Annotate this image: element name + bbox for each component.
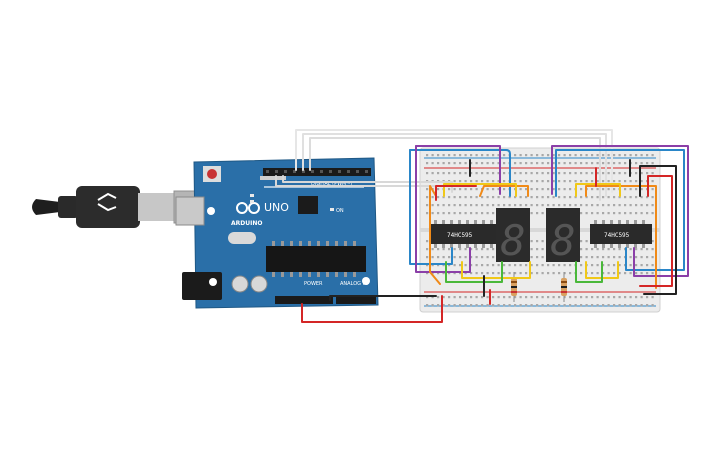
breadboard-holes[interactable] <box>426 154 654 307</box>
usb-cable[interactable] <box>32 186 197 228</box>
wire-yellow[interactable] <box>461 261 531 279</box>
wire-white[interactable] <box>302 133 607 197</box>
wire-yellow[interactable] <box>443 183 517 197</box>
wire-red[interactable] <box>301 295 443 323</box>
wire-yellow[interactable] <box>575 183 621 197</box>
seven-segment-left[interactable]: 8 <box>496 208 530 265</box>
power-jack <box>182 272 222 300</box>
shift-register-left[interactable]: 74HC595 <box>430 220 498 248</box>
power-label: POWER <box>304 281 323 287</box>
wire-blue[interactable] <box>409 149 511 197</box>
usb-port <box>175 196 205 226</box>
shift-register-right[interactable]: 74HC595 <box>590 220 652 248</box>
wire-purple[interactable] <box>415 145 471 273</box>
arduino-brand: ARDUINO <box>231 220 262 227</box>
wire-black[interactable] <box>329 295 437 301</box>
on-led-label: ON <box>336 208 344 214</box>
seven-segment-left-digit: 8 <box>500 216 525 265</box>
wire-green[interactable] <box>575 261 603 283</box>
resistor-left[interactable] <box>511 272 517 302</box>
chip-left-label: 74HC595 <box>447 232 473 239</box>
wire-green[interactable] <box>445 261 503 283</box>
capacitor <box>231 275 249 293</box>
seven-segment-right-digit: 8 <box>550 216 575 265</box>
wire-red[interactable] <box>435 185 477 201</box>
capacitor <box>250 275 268 293</box>
analog-label: ANALOG IN <box>340 281 368 287</box>
microcontroller-chip <box>266 246 366 272</box>
wire-blue[interactable] <box>555 149 685 271</box>
wire-orange[interactable] <box>479 185 529 197</box>
resistor-right[interactable] <box>561 272 567 302</box>
seven-segment-right[interactable]: 8 <box>546 208 580 265</box>
chip-right-label: 74HC595 <box>604 232 630 239</box>
arduino-board[interactable]: DIGITAL (PWM~) ARDUINO UNO ON POWER ANAL… <box>175 157 379 309</box>
arduino-model: UNO <box>264 201 289 214</box>
wire-purple[interactable] <box>415 145 501 195</box>
digital-label: DIGITAL (PWM~) <box>311 181 353 187</box>
power-header[interactable] <box>275 296 333 304</box>
wire-black[interactable] <box>639 165 677 295</box>
wire-orange[interactable] <box>429 185 441 285</box>
analog-header[interactable] <box>336 296 376 304</box>
wire-white[interactable] <box>309 137 601 201</box>
wire-white[interactable] <box>295 129 613 193</box>
wire-red[interactable] <box>639 175 673 287</box>
wire-purple[interactable] <box>551 145 689 277</box>
digital-header[interactable] <box>263 168 371 176</box>
